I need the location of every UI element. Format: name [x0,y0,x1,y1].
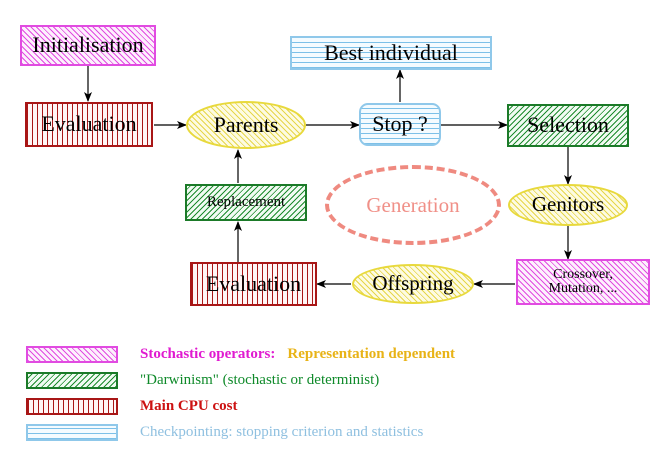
node-stop-label: Stop ? [372,111,428,137]
node-selection-label: Selection [527,112,609,138]
node-offspring[interactable]: Offspring [352,264,474,304]
node-initialisation[interactable]: Initialisation [20,25,156,66]
legend-row-checkpointing: Checkpointing: stopping criterion and st… [26,424,423,441]
node-generation: Generation [325,165,501,245]
node-selection[interactable]: Selection [507,104,629,147]
legend-row-main-cpu-cost: Main CPU cost [26,398,238,415]
legend-row-darwinism: "Darwinism" (stochastic or determinist) [26,372,379,389]
node-genitors[interactable]: Genitors [508,184,628,226]
legend-swatch-green [26,372,118,389]
node-crossover-mutation[interactable]: Crossover, Mutation, ... [516,259,650,305]
node-crossover-label-line2: Mutation, ... [548,281,618,296]
node-best-individual-label: Best individual [324,39,458,65]
node-best-individual[interactable]: Best individual [290,36,492,70]
legend-label-main-cpu-cost: Main CPU cost [140,398,238,414]
node-parents-label: Parents [213,111,279,137]
legend-label-darwinism: "Darwinism" (stochastic or determinist) [140,372,380,388]
node-generation-label: Generation [366,192,460,217]
node-evaluation-bottom-label: Evaluation [205,270,302,296]
node-parents[interactable]: Parents [186,101,306,149]
legend-label-stochastic-operators: Stochastic operators: [140,346,276,362]
legend-swatch-red [26,398,118,415]
node-evaluation-top[interactable]: Evaluation [25,102,153,147]
node-evaluation-top-label: Evaluation [41,111,137,137]
legend-swatch-magenta [26,346,118,363]
legend-label-representation-dependent: Representation dependent [287,346,456,362]
legend-row-stochastic-operators: Stochastic operators: Representation dep… [26,346,455,363]
legend-label-checkpointing: Checkpointing: stopping criterion and st… [140,424,424,440]
node-crossover-label-line1: Crossover, [553,266,613,282]
node-genitors-label: Genitors [531,192,605,217]
node-replacement[interactable]: Replacement [185,184,307,221]
node-evaluation-bottom[interactable]: Evaluation [190,262,317,306]
legend-swatch-blue [26,424,118,441]
node-stop[interactable]: Stop ? [359,103,441,146]
node-offspring-label: Offspring [372,271,454,296]
node-initialisation-label: Initialisation [32,32,144,58]
node-replacement-label: Replacement [206,193,286,210]
